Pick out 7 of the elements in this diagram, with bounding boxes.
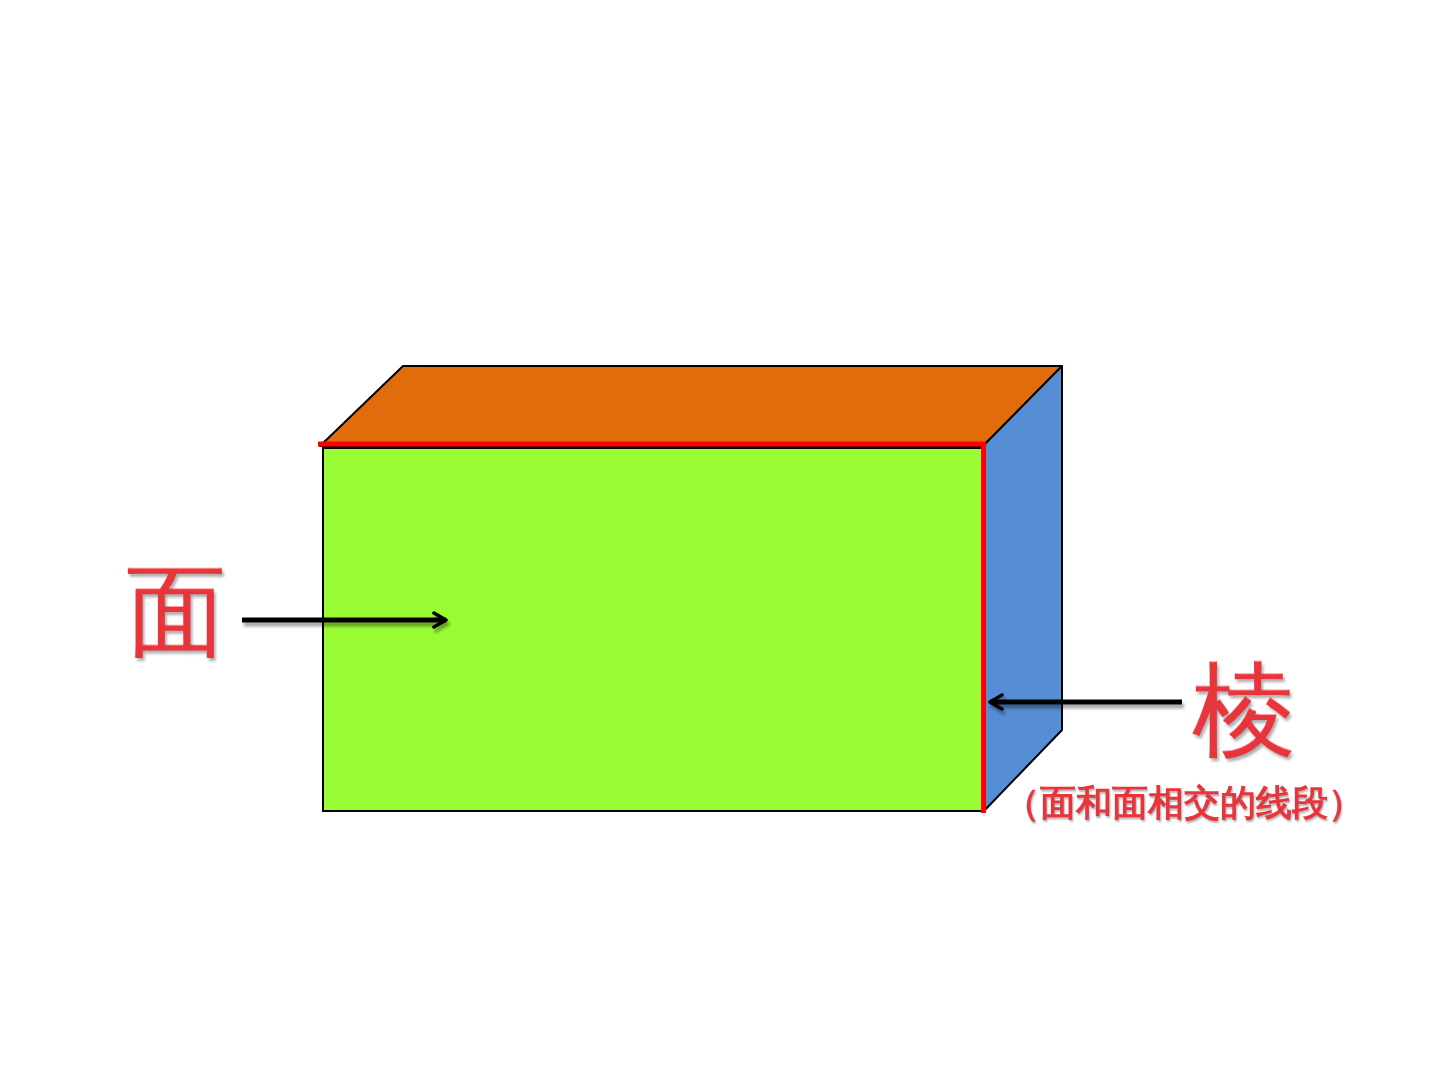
term-label: 面 <box>126 557 226 667</box>
arrow <box>242 611 448 629</box>
cuboid-edge <box>981 443 986 813</box>
definition-text: （面和面相交的线段） <box>1004 781 1364 825</box>
arrow <box>988 693 1182 711</box>
cuboid-front-face <box>322 447 983 812</box>
term-label: 棱 <box>1192 653 1296 769</box>
